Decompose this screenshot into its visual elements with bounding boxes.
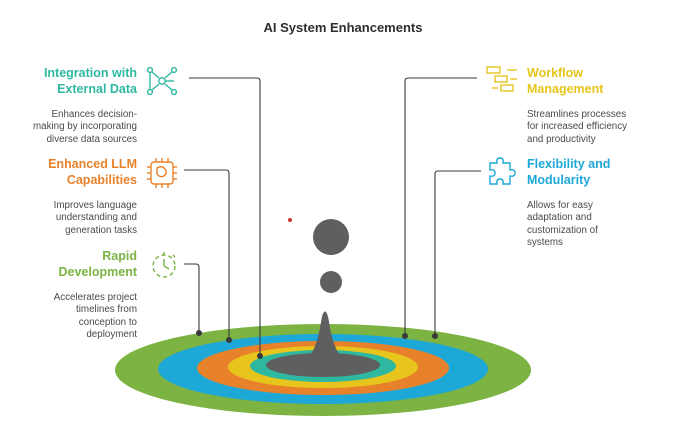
endpoint-workflow: [402, 333, 408, 339]
endpoint-rapid: [196, 330, 202, 336]
item-integration-external-data: Integration with External Data Enhances …: [0, 66, 137, 146]
item-workflow-management: Workflow Management Streamlines processe…: [527, 66, 657, 146]
item-heading: Flexibility and Modularity: [527, 157, 611, 187]
endpoint-flexibility: [432, 333, 438, 339]
stopwatch-icon: [152, 252, 176, 278]
puzzle-piece-icon: [489, 157, 516, 185]
endpoint-integration: [257, 353, 263, 359]
connector-lines: [184, 77, 481, 356]
item-description: Enhances decision- making by incorporati…: [32, 109, 137, 145]
connector-endpoints: [196, 330, 438, 359]
cpu-chip-icon: [147, 158, 177, 188]
connector-integration: [189, 77, 261, 356]
splash-peak: [293, 311, 357, 369]
item-heading: Workflow Management: [527, 66, 604, 96]
connector-flexibility: [434, 170, 481, 336]
item-description: Improves language understanding and gene…: [53, 200, 137, 236]
connector-rapid: [184, 263, 200, 333]
item-heading: Rapid Development: [58, 249, 138, 279]
gantt-chart-icon: [486, 66, 517, 92]
connector-workflow: [404, 77, 477, 336]
connector-llm: [184, 169, 230, 340]
item-enhanced-llm-capabilities: Enhanced LLM Capabilities Improves langu…: [0, 157, 137, 237]
network-nodes-icon: [146, 66, 178, 96]
item-flexibility-modularity: Flexibility and Modularity Allows for ea…: [527, 157, 657, 249]
diagram-title: AI System Enhancements: [263, 20, 423, 35]
item-rapid-development: Rapid Development Accelerates project ti…: [0, 249, 137, 341]
item-description: Allows for easy adaptation and customiza…: [527, 200, 598, 248]
droplet-large: [313, 219, 349, 255]
item-description: Accelerates project timelines from conce…: [53, 292, 137, 340]
item-description: Streamlines processes for increased effi…: [527, 109, 628, 145]
droplet-small: [320, 271, 342, 293]
endpoint-llm: [226, 337, 232, 343]
red-dot: [288, 218, 292, 222]
item-heading: Integration with External Data: [43, 66, 137, 96]
item-heading: Enhanced LLM Capabilities: [48, 157, 137, 187]
